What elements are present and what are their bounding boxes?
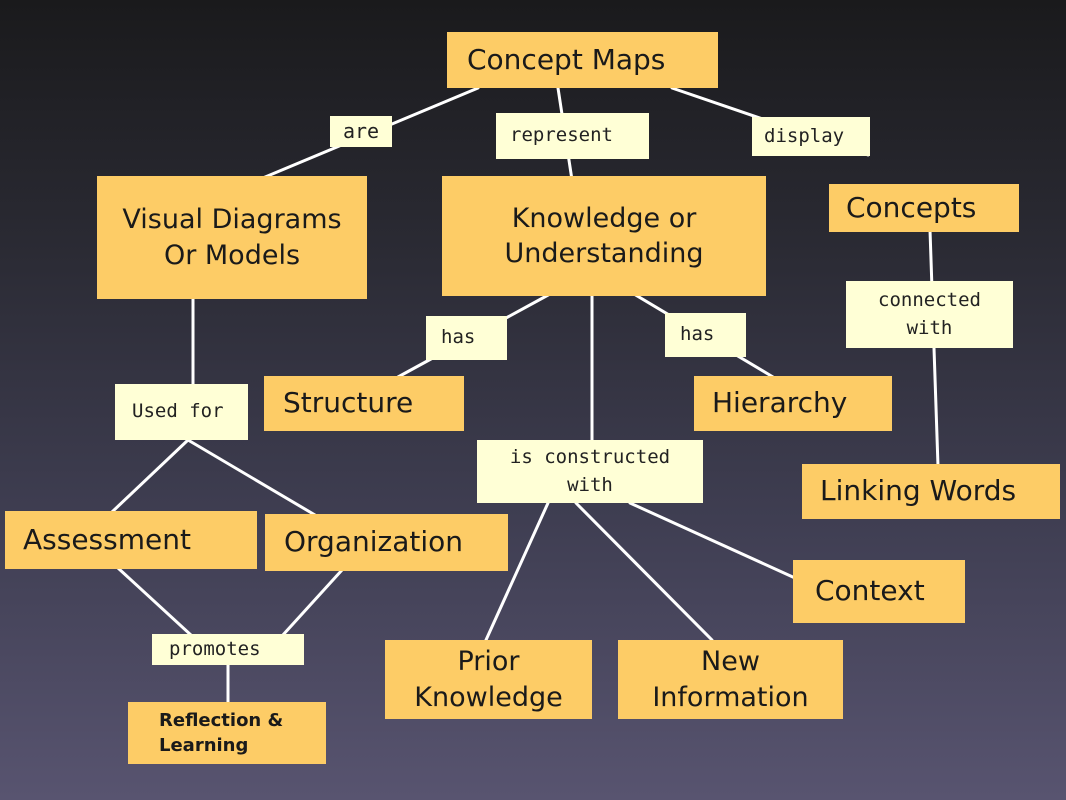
link-label-promotes: promotes <box>152 634 304 665</box>
connector <box>628 501 797 580</box>
link-label-display: display <box>752 117 870 156</box>
structure-node: Structure <box>264 376 464 431</box>
reflection-learning-node: Reflection & Learning <box>128 702 326 764</box>
node-text: Visual Diagrams <box>122 204 342 236</box>
connector <box>116 566 194 638</box>
organization-node: Organization <box>265 514 508 571</box>
node-text: Concepts <box>846 190 977 224</box>
connector <box>928 228 940 468</box>
concepts-node: Concepts <box>829 184 1019 232</box>
node-text: Knowledge <box>414 681 563 713</box>
node-text: Prior <box>457 646 520 678</box>
concept-maps-node: Concept Maps <box>447 32 718 88</box>
connector <box>186 438 317 517</box>
link-text: represent <box>510 124 613 147</box>
hierarchy-node: Hierarchy <box>694 376 892 431</box>
knowledge-node: Knowledge or Understanding <box>442 176 766 296</box>
node-text: New <box>701 646 760 678</box>
link-text: promotes <box>169 637 261 660</box>
link-label-has-left: has <box>426 316 507 360</box>
node-text: Knowledge or <box>511 202 697 234</box>
prior-knowledge-node: Prior Knowledge <box>385 640 592 719</box>
link-label-used-for: Used for <box>115 384 248 440</box>
link-text: is constructed <box>509 445 671 468</box>
connector <box>110 438 190 514</box>
link-text: has <box>441 326 476 349</box>
link-text: display <box>764 124 845 147</box>
node-text: Linking Words <box>820 474 1017 508</box>
node-text: Learning <box>159 735 249 756</box>
node-text: Reflection & <box>159 709 284 731</box>
link-text: Used for <box>132 400 224 423</box>
link-text: with <box>567 473 613 496</box>
link-text: has <box>680 323 715 346</box>
link-text: with <box>906 316 953 339</box>
node-text: Hierarchy <box>712 386 848 420</box>
node-text: Context <box>815 574 925 608</box>
connector <box>574 501 714 642</box>
node-text: Concept Maps <box>467 42 666 76</box>
link-label-connected-with: connected with <box>846 281 1013 348</box>
visual-diagrams-node: Visual Diagrams Or Models <box>97 176 367 299</box>
node-text: Information <box>652 681 809 713</box>
node-text: Or Models <box>163 239 301 271</box>
node-text: Understanding <box>504 238 704 269</box>
new-information-node: New Information <box>618 640 843 719</box>
node-text: Structure <box>283 386 414 420</box>
node-text: Organization <box>284 525 464 559</box>
link-label-is-constructed-with: is constructed with <box>477 440 703 503</box>
link-text: are <box>342 119 380 143</box>
connector <box>484 501 550 642</box>
linking-words-node: Linking Words <box>802 464 1060 519</box>
link-label-are: are <box>330 116 392 147</box>
link-label-has-right: has <box>665 313 746 357</box>
link-text: connected <box>878 288 981 311</box>
link-label-represent: represent <box>496 113 649 159</box>
connector <box>280 568 344 638</box>
assessment-node: Assessment <box>5 511 257 569</box>
node-text: Assessment <box>23 522 191 556</box>
context-node: Context <box>793 560 965 623</box>
